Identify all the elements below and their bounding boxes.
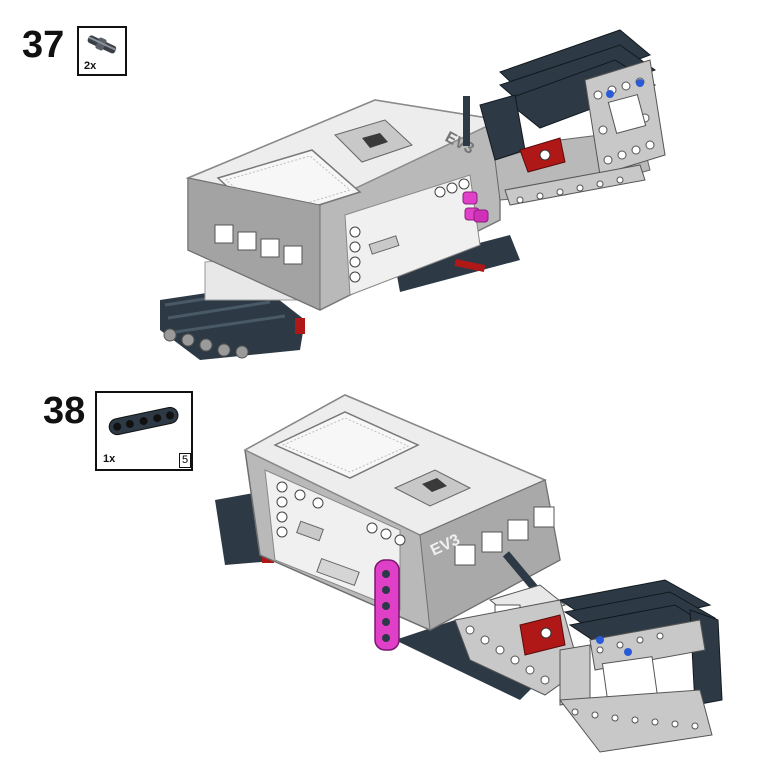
step-37-parts-callout: 2x <box>77 26 127 76</box>
step-38-part-quantity: 1x <box>103 453 116 465</box>
ev3-label-37: EV3 <box>442 129 477 158</box>
axle-pin-icon <box>87 35 117 54</box>
magenta-beam-38 <box>374 559 400 651</box>
step-38-parts-callout: 1x 5 <box>95 391 193 471</box>
step-38-number: 38 <box>43 390 86 432</box>
step-38-part-length: 5 <box>179 453 192 468</box>
step-37-part-quantity: 2x <box>84 60 97 72</box>
beam-5-icon <box>108 406 179 436</box>
ev3-label-38: EV3 <box>428 531 463 559</box>
step-37-number: 37 <box>22 24 65 66</box>
magenta-pins-37 <box>462 191 489 223</box>
tread-left-37 <box>160 285 305 360</box>
